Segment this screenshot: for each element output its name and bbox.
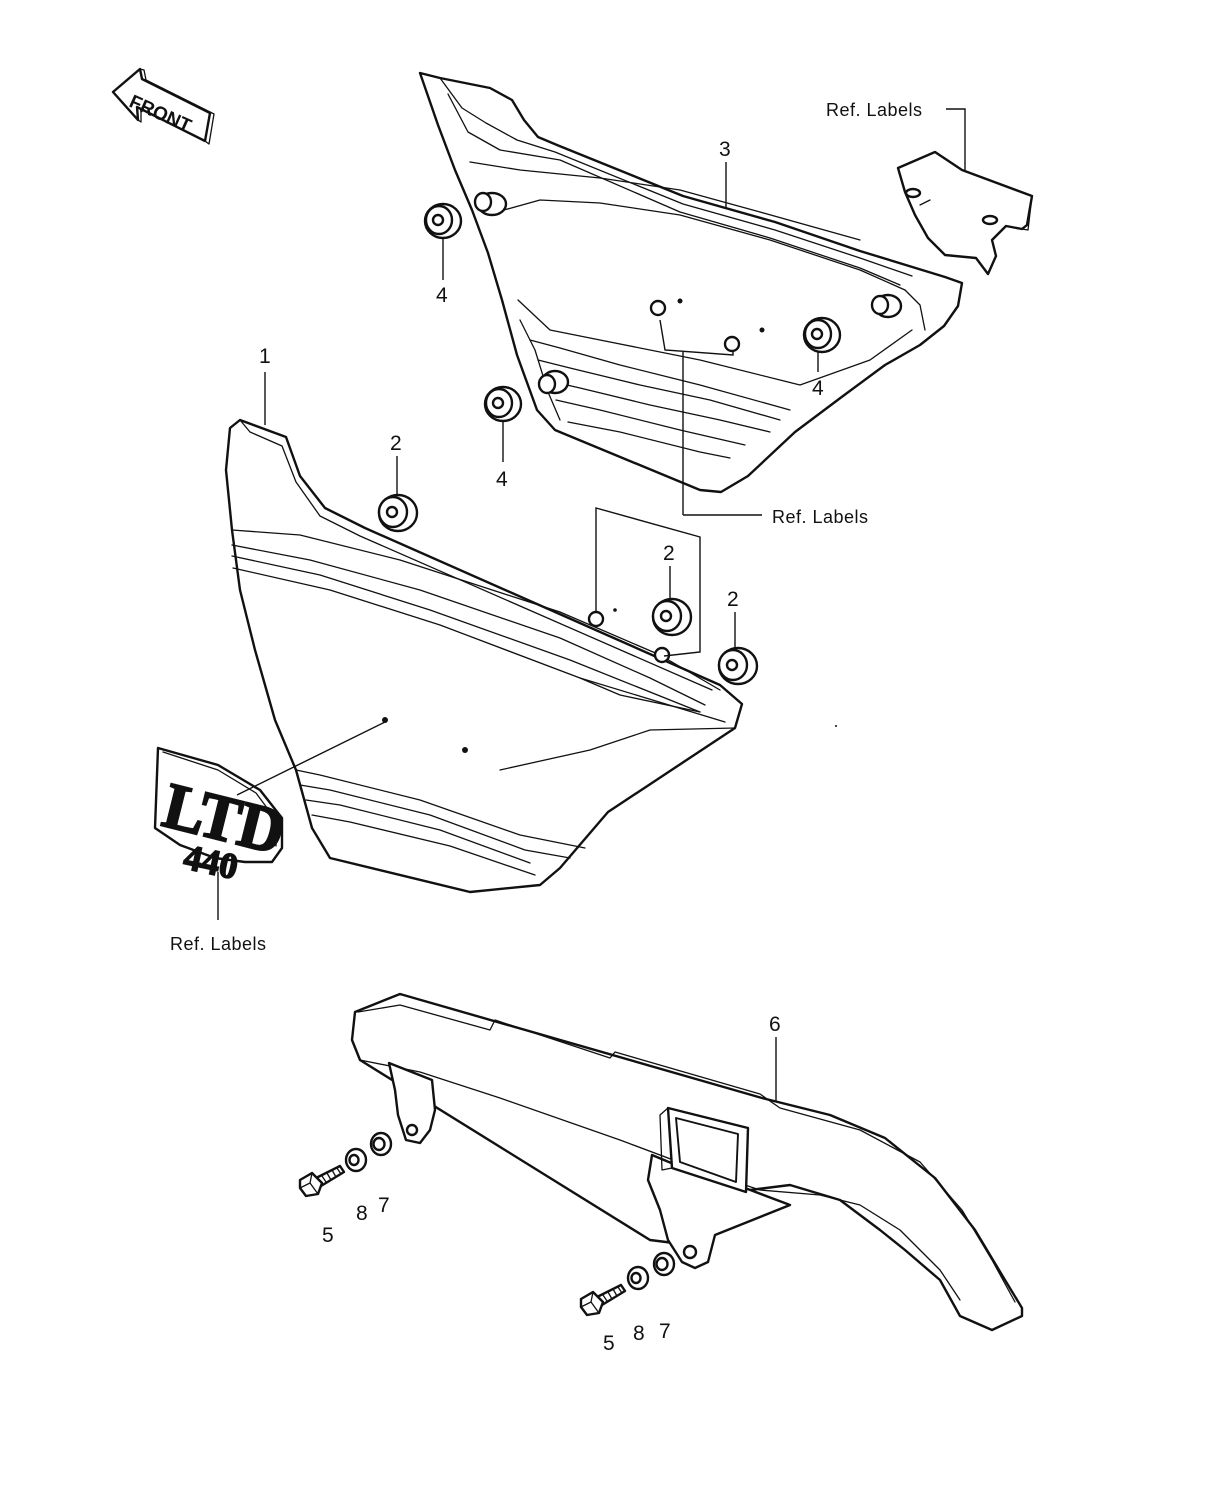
- callout-5-b: 5: [603, 1332, 615, 1355]
- washer-8-rear: [626, 1265, 650, 1291]
- ltd-440-emblem: LTD 440: [153, 746, 293, 888]
- label-hole-a: [587, 610, 605, 628]
- bolt-5-front: [298, 1164, 346, 1198]
- grommet-2-a: [377, 493, 419, 533]
- callout-1: 1: [259, 345, 271, 368]
- washer-7-front: [369, 1131, 393, 1157]
- grommet-4-c: [802, 316, 842, 354]
- callout-8-a: 8: [356, 1202, 368, 1225]
- chain-cover: [350, 992, 1024, 1332]
- right-side-cover: [418, 71, 964, 494]
- ref-labels-top: Ref. Labels: [826, 100, 923, 120]
- callout-2-b: 2: [663, 542, 675, 565]
- front-arrow-icon: FRONT: [111, 67, 215, 145]
- grommet-2-b: [651, 597, 693, 637]
- callout-6: 6: [769, 1013, 781, 1036]
- grommet-2-c: [717, 646, 759, 686]
- washer-7-rear: [652, 1251, 676, 1277]
- callout-4-b: 4: [496, 468, 508, 491]
- ref-labels-middle: Ref. Labels: [772, 507, 869, 527]
- left-side-cover: [224, 418, 744, 894]
- callout-2-a: 2: [390, 432, 402, 455]
- ref-labels-bottom: Ref. Labels: [170, 934, 267, 954]
- callout-4-c: 4: [812, 377, 824, 400]
- callout-7-b: 7: [659, 1320, 671, 1343]
- callout-7-a: 7: [378, 1194, 390, 1217]
- washer-8-front: [344, 1147, 368, 1173]
- callout-8-b: 8: [633, 1322, 645, 1345]
- bolt-5-rear: [579, 1283, 627, 1317]
- callout-5-a: 5: [322, 1224, 334, 1247]
- leader-lines: [217, 108, 966, 1102]
- callout-4-a: 4: [436, 284, 448, 307]
- grommet-4-b: [483, 385, 523, 423]
- ref-label-plate: [896, 150, 1034, 276]
- callout-3: 3: [719, 138, 731, 161]
- callout-2-c: 2: [727, 588, 739, 611]
- grommet-4-a: [423, 202, 463, 240]
